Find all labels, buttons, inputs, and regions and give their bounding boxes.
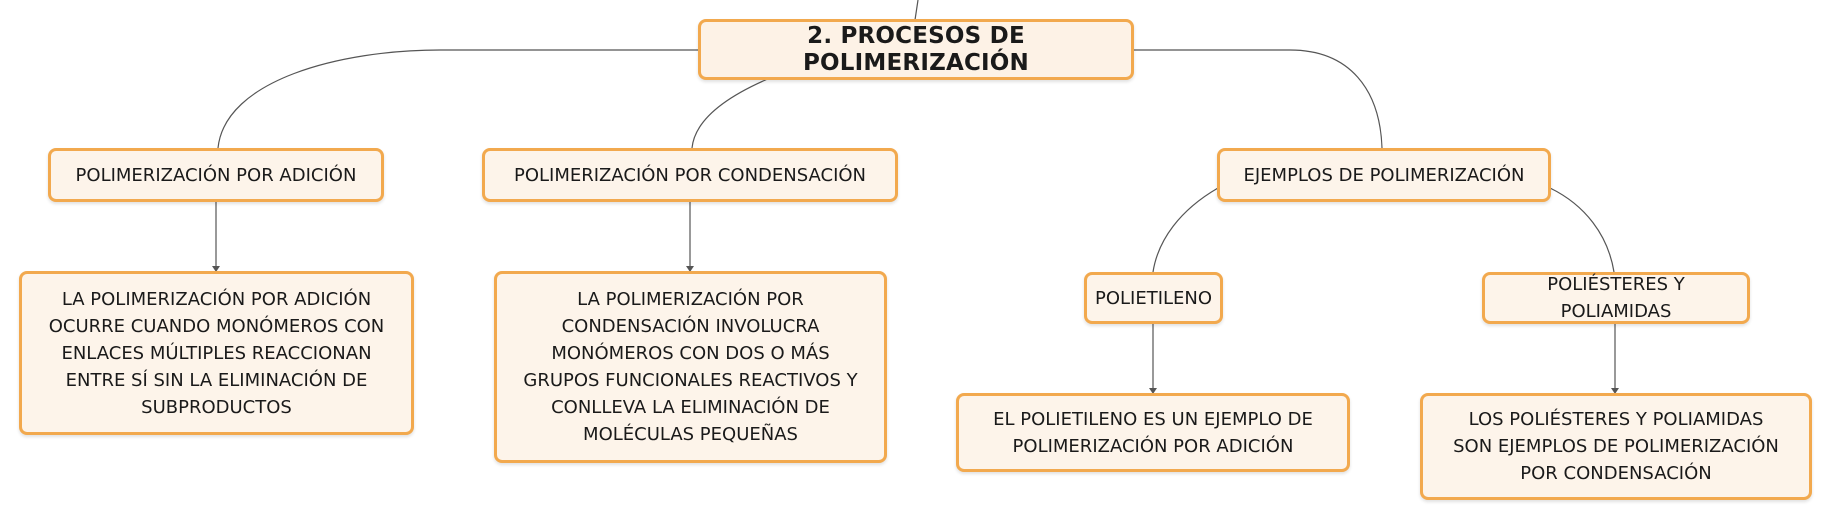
connector-ejemplos-to-poliesteres xyxy=(1549,187,1615,273)
desc-polimerizacion-condensacion[interactable]: LA POLIMERIZACIÓN POR CONDENSACIÓN INVOL… xyxy=(494,271,887,463)
connector-parent-to-root xyxy=(914,0,919,21)
node-poliesteres-poliamidas[interactable]: POLIÉSTERES Y POLIAMIDAS xyxy=(1482,272,1750,324)
connector-root-to-condensacion xyxy=(691,77,771,149)
arrowhead-polietileno-desc xyxy=(1149,388,1157,394)
node-polimerizacion-condensacion[interactable]: POLIMERIZACIÓN POR CONDENSACIÓN xyxy=(482,148,898,202)
root-node[interactable]: 2. PROCESOS DE POLIMERIZACIÓN xyxy=(698,19,1134,80)
node-polietileno[interactable]: POLIETILENO xyxy=(1084,272,1223,324)
arrowhead-condensacion-desc xyxy=(686,266,694,272)
connector-root-to-ejemplos xyxy=(1133,49,1383,149)
desc-poliesteres-poliamidas[interactable]: LOS POLIÉSTERES Y POLIAMIDAS SON EJEMPLO… xyxy=(1420,393,1812,500)
desc-polimerizacion-adicion[interactable]: LA POLIMERIZACIÓN POR ADICIÓN OCURRE CUA… xyxy=(19,271,414,435)
connector-ejemplos-to-polietileno xyxy=(1152,187,1219,273)
desc-polietileno[interactable]: EL POLIETILENO ES UN EJEMPLO DE POLIMERI… xyxy=(956,393,1350,472)
arrowhead-adicion-desc xyxy=(212,266,220,272)
arrowhead-poliesteres-desc xyxy=(1611,388,1619,394)
node-polimerizacion-adicion[interactable]: POLIMERIZACIÓN POR ADICIÓN xyxy=(48,148,384,202)
connector-root-to-adicion xyxy=(217,49,700,149)
node-ejemplos-polimerizacion[interactable]: EJEMPLOS DE POLIMERIZACIÓN xyxy=(1217,148,1551,202)
